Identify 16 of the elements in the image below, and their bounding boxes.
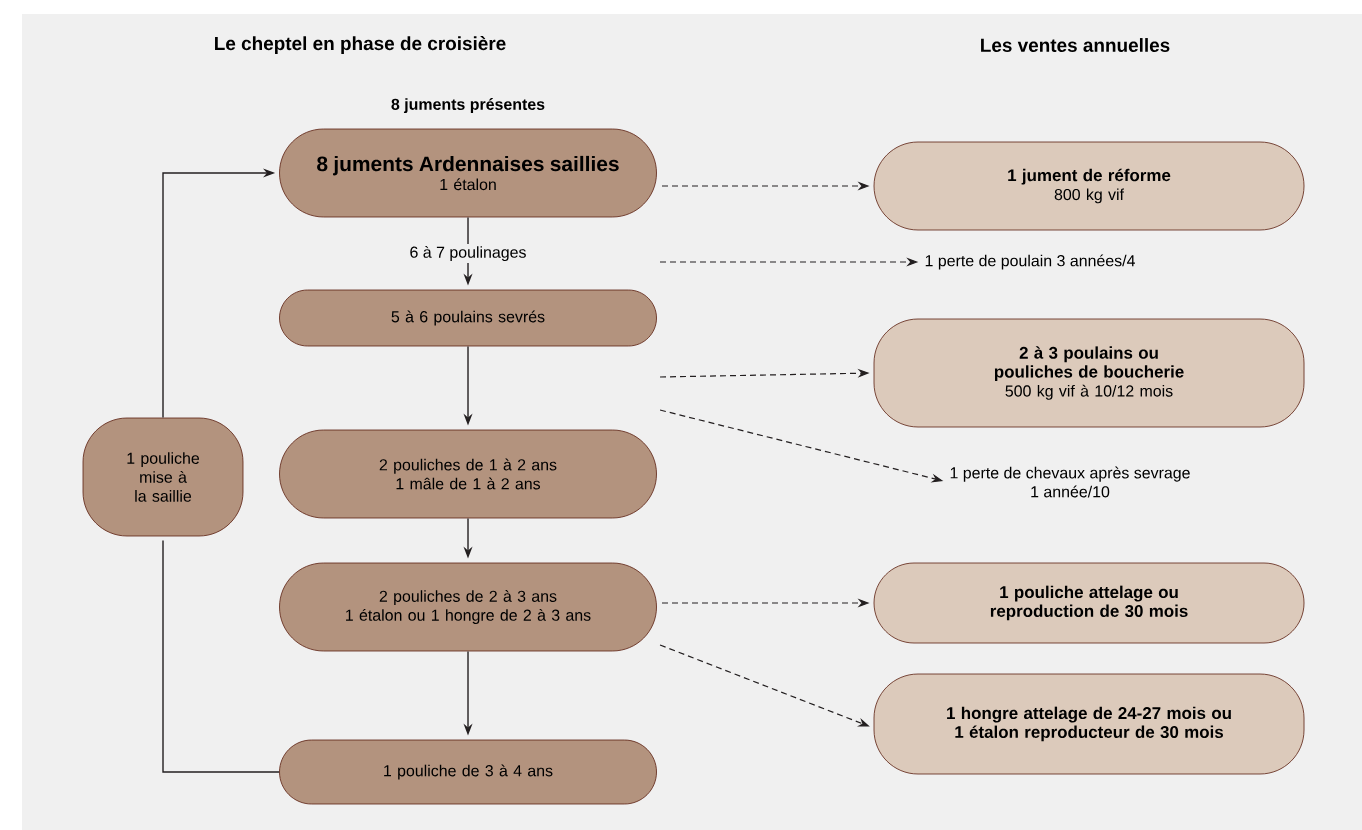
column-heading: Les ventes annuelles	[981, 38, 1170, 52]
edge-label: 6 à 7 poulinages	[410, 246, 526, 262]
node-heading: 8 juments présentes	[391, 98, 545, 114]
herd-box: 1 pouliche de 3 à 4 ans	[279, 739, 657, 805]
sale-box: 2 à 3 poulains ou pouliches de boucherie 500 kg vif à 10/12 mois	[873, 318, 1305, 428]
herd-box: 5 à 6 poulains sevrés	[279, 289, 657, 347]
note-text: 1 perte de chevaux après sevrage 1 année/10	[950, 466, 1190, 498]
herd-box: 8 juments Ardennaises saillies 1 étalon	[279, 128, 657, 218]
herd-box: 2 pouliches de 2 à 3 ans 1 étalon ou 1 hongre de 2 à 3 ans	[279, 562, 657, 652]
herd-box: 1 pouliche mise à la saillie	[82, 417, 244, 537]
herd-box: 2 pouliches de 1 à 2 ans 1 mâle de 1 à 2 ans	[279, 429, 657, 519]
sale-box: 1 hongre attelage de 24-27 mois ou 1 étalon reproducteur de 30 mois	[873, 673, 1305, 775]
sale-box: 1 pouliche attelage ou reproduction de 30 mois	[873, 562, 1305, 644]
note-text: 1 perte de poulain 3 années/4	[925, 254, 1135, 270]
sale-box: 1 jument de réforme 800 kg vif	[873, 141, 1305, 231]
column-heading: Le cheptel en phase de croisière	[215, 36, 506, 54]
